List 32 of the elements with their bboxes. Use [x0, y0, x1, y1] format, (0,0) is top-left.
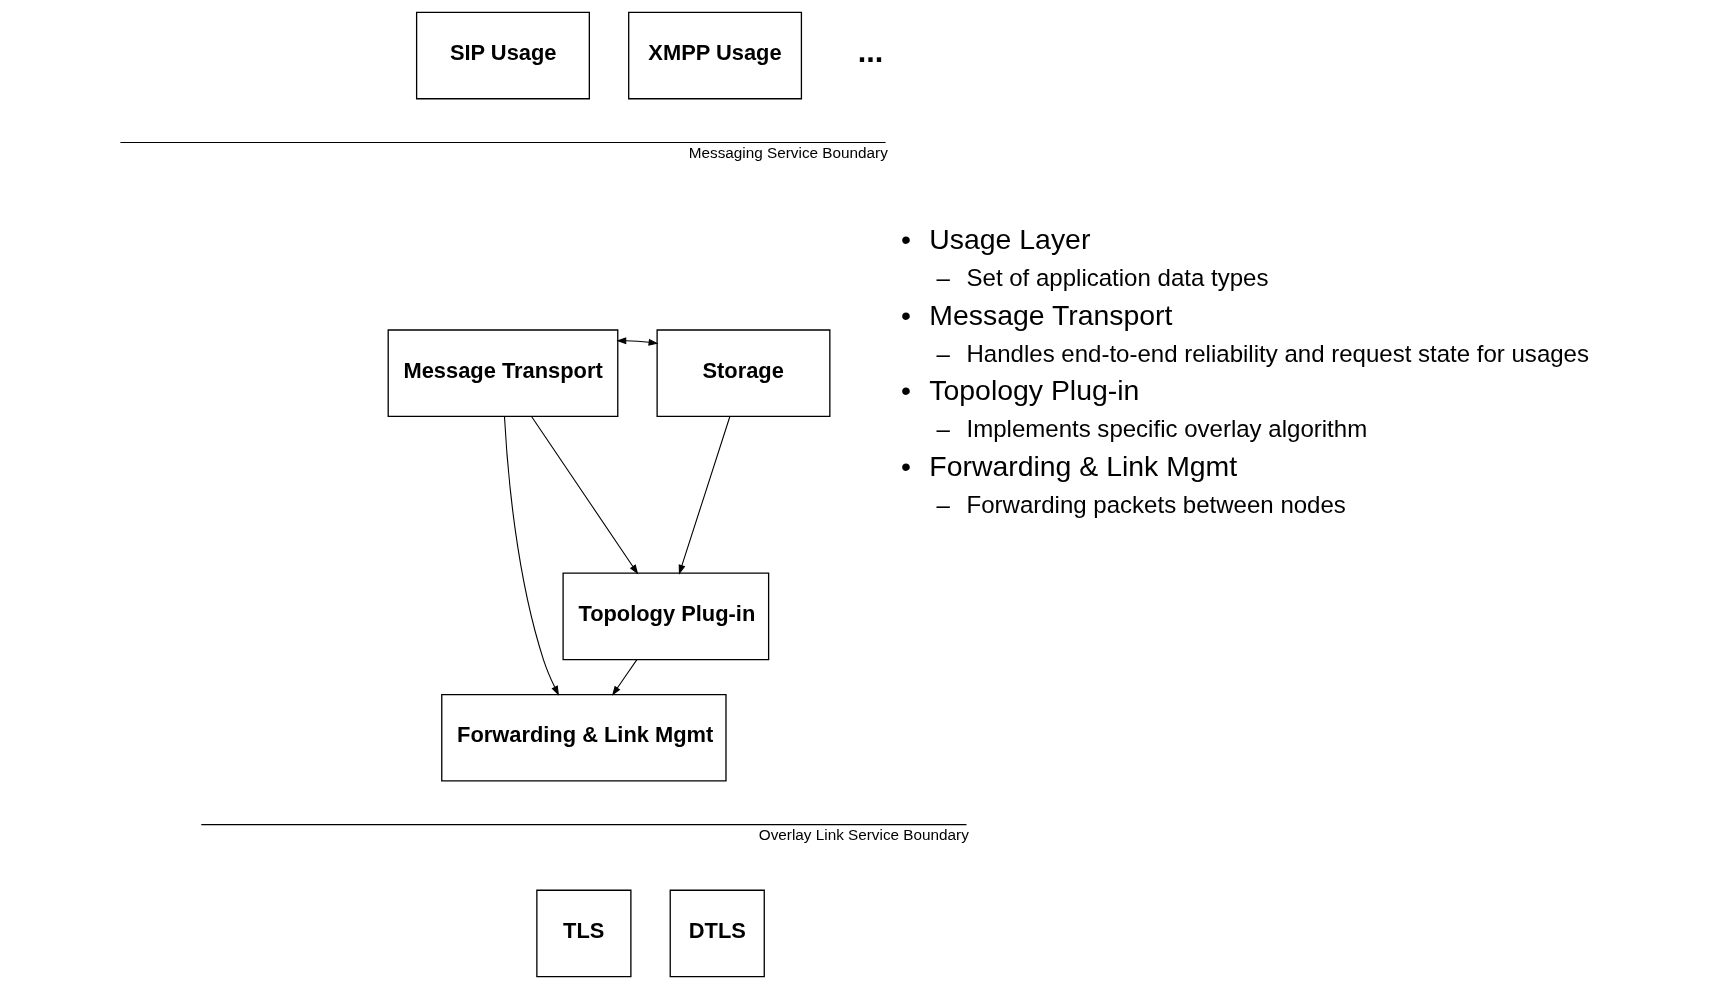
label: Topology Plug-in: [929, 374, 1140, 407]
label: –: [936, 490, 950, 518]
label: ...: [857, 34, 884, 69]
node-box: TLS: [536, 889, 632, 978]
arrow: [612, 659, 638, 696]
node-box: Message Transport: [387, 329, 619, 417]
arrow: [503, 415, 559, 696]
label: –: [936, 415, 950, 443]
node-box: Storage: [656, 329, 831, 417]
node-box: SIP Usage: [415, 11, 590, 100]
label: Messaging Service Boundary: [688, 144, 888, 162]
label: •: [900, 449, 911, 482]
label: –: [936, 264, 950, 292]
node-box: Topology Plug-in: [562, 572, 770, 661]
label: Overlay Link Service Boundary: [758, 826, 969, 844]
label: Message Transport: [929, 298, 1173, 331]
arrow: [616, 337, 659, 346]
label: Implements specific overlay algorithm: [966, 415, 1368, 443]
node-box: DTLS: [669, 889, 765, 978]
label: Usage Layer: [929, 223, 1091, 256]
node-box: XMPP Usage: [628, 11, 803, 100]
label: Forwarding packets between nodes: [966, 490, 1346, 518]
label: •: [900, 298, 911, 331]
label: Forwarding & Link Mgmt: [929, 449, 1238, 482]
label: •: [900, 374, 911, 407]
label: –: [936, 339, 950, 367]
node-box: Forwarding & Link Mgmt: [441, 693, 727, 782]
arrow: [531, 415, 639, 575]
label: Handles end-to-end reliability and request state for usages: [966, 339, 1589, 367]
label: •: [900, 223, 911, 256]
arrow: [678, 415, 731, 575]
label: Set of application data types: [966, 264, 1269, 292]
